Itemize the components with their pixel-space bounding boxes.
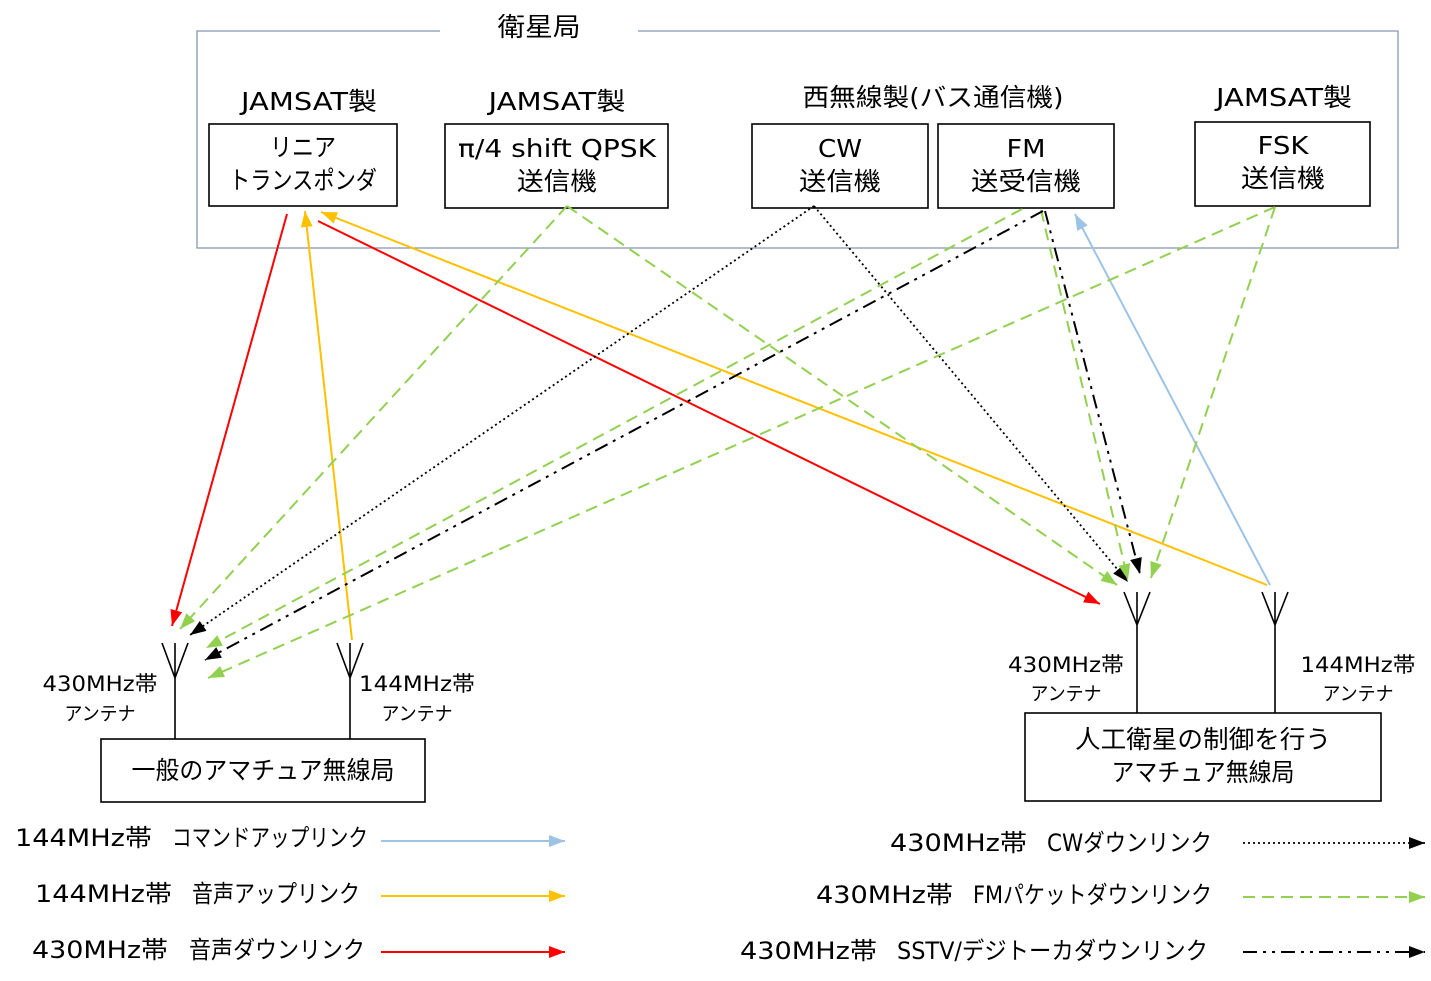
qpsk-transmitter-label-line1: π/4 shift QPSK bbox=[458, 134, 657, 163]
control-144mhz-antenna-label: アンテナ bbox=[1323, 683, 1394, 705]
link-sstv-downlink-to-general-station bbox=[204, 210, 1044, 661]
legend-label: SSTV/デジトーカダウンリンク bbox=[897, 937, 1208, 965]
legend-label: 音声アップリンク bbox=[192, 880, 360, 908]
legend-item-voice-uplink: 144MHz帯 音声アップリンク bbox=[35, 880, 565, 908]
qpsk-transmitter-label-line2: 送信機 bbox=[517, 167, 597, 196]
link-voice-uplink-general-station-to-transponder bbox=[300, 210, 353, 641]
legend-band: 430MHz帯 bbox=[816, 881, 953, 909]
link-command-uplink-control-station-to-fm bbox=[1074, 213, 1271, 586]
general-amateur-station: 430MHz帯 アンテナ 144MHz帯 アンテナ 一般のアマチュア無線局 bbox=[43, 642, 475, 803]
general-430mhz-antenna-icon bbox=[161, 642, 189, 739]
general-station-name: 一般のアマチュア無線局 bbox=[132, 756, 395, 785]
link-cw-downlink-to-general-station bbox=[189, 205, 815, 636]
cw-transmitter-box: CW 送信機 bbox=[751, 123, 929, 209]
qpsk-transmitter-box-frame bbox=[444, 123, 669, 209]
legend-label: CWダウンリンク bbox=[1047, 829, 1212, 857]
fsk-transmitter-box-frame bbox=[1194, 121, 1371, 207]
control-144mhz-antenna-band: 144MHz帯 bbox=[1301, 653, 1416, 677]
control-144mhz-antenna-icon bbox=[1261, 591, 1289, 713]
links bbox=[170, 205, 1276, 679]
transponder-box: リニア トランスポンダ bbox=[208, 123, 398, 207]
transponder-box-frame bbox=[208, 123, 398, 207]
control-430mhz-antenna-icon bbox=[1123, 591, 1151, 713]
satellite-station-frame bbox=[196, 30, 1399, 249]
cw-transmitter-label-line1: CW bbox=[818, 134, 862, 163]
link-packet-downlink-fsk-to-general-station bbox=[207, 206, 1276, 679]
transponder-label-line2: トランスポンダ bbox=[229, 166, 377, 195]
legend-item-command-uplink: 144MHz帯 コマンドアップリンク bbox=[15, 824, 565, 852]
link-voice-downlink-transponder-to-general-station bbox=[170, 213, 288, 627]
general-144mhz-antenna-band: 144MHz帯 bbox=[359, 672, 475, 696]
transponder-label-line1: リニア bbox=[270, 133, 336, 162]
control-430mhz-antenna-band: 430MHz帯 bbox=[1008, 653, 1124, 677]
link-fm-packet-downlink-to-general-station bbox=[205, 208, 1023, 649]
legend-band: 430MHz帯 bbox=[32, 936, 168, 964]
legend-band: 430MHz帯 bbox=[890, 829, 1027, 857]
link-packet-downlink-qpsk-to-general-station bbox=[179, 205, 568, 630]
legend-band: 430MHz帯 bbox=[740, 937, 877, 965]
legend-item-cw-downlink: 430MHz帯 CWダウンリンク bbox=[890, 829, 1425, 857]
link-voice-downlink-transponder-to-control-station bbox=[317, 220, 1101, 605]
legend-band: 144MHz帯 bbox=[35, 880, 172, 908]
link-voice-uplink-control-station-to-transponder bbox=[320, 211, 1268, 586]
general-144mhz-antenna-icon bbox=[336, 642, 364, 739]
legend-label: 音声ダウンリンク bbox=[189, 936, 365, 964]
fsk-transmitter-label-line1: FSK bbox=[1258, 131, 1310, 160]
legend: 144MHz帯 コマンドアップリンク 144MHz帯 音声アップリンク 430M… bbox=[15, 824, 1425, 965]
cw-transmitter-label-line2: 送信機 bbox=[799, 167, 881, 196]
link-packet-downlink-qpsk-to-control-station bbox=[566, 205, 1118, 586]
control-station-name-line1: 人工衛星の制御を行う bbox=[1075, 725, 1331, 754]
legend-label: コマンドアップリンク bbox=[172, 824, 368, 852]
fm-transceiver-label-line2: 送受信機 bbox=[971, 167, 1081, 196]
fm-transceiver-box: FM 送受信機 bbox=[937, 123, 1115, 209]
control-station-name-line2: アマチュア無線局 bbox=[1112, 758, 1295, 787]
qpsk-maker-label: JAMSAT製 bbox=[486, 87, 625, 116]
link-cw-downlink-to-control-station bbox=[813, 205, 1129, 583]
fsk-maker-label: JAMSAT製 bbox=[1214, 83, 1352, 112]
fsk-transmitter-label-line2: 送信機 bbox=[1241, 164, 1325, 193]
control-amateur-station: 430MHz帯 アンテナ 144MHz帯 アンテナ 人工衛星の制御を行う アマチ… bbox=[1008, 591, 1416, 802]
qpsk-transmitter-box: π/4 shift QPSK 送信機 bbox=[444, 123, 669, 209]
link-fm-packet-downlink-to-control-station bbox=[1040, 209, 1131, 581]
link-sstv-downlink-to-control-station bbox=[1044, 210, 1142, 575]
legend-item-fm-packet-downlink: 430MHz帯 FMパケットダウンリンク bbox=[816, 881, 1425, 909]
general-430mhz-antenna-label: アンテナ bbox=[65, 703, 136, 725]
legend-label: FMパケットダウンリンク bbox=[973, 881, 1212, 909]
fm-transceiver-box-frame bbox=[937, 123, 1115, 209]
cw-transmitter-box-frame bbox=[751, 123, 929, 209]
general-430mhz-antenna-band: 430MHz帯 bbox=[43, 672, 158, 696]
legend-item-sstv-downlink: 430MHz帯 SSTV/デジトーカダウンリンク bbox=[740, 937, 1425, 965]
legend-band: 144MHz帯 bbox=[15, 824, 152, 852]
transponder-maker-label: JAMSAT製 bbox=[239, 87, 377, 116]
satellite-station-title: 衛星局 bbox=[498, 13, 581, 43]
control-station-box bbox=[1024, 712, 1382, 802]
legend-item-voice-downlink: 430MHz帯 音声ダウンリンク bbox=[32, 936, 565, 964]
satellite-station: 衛星局 JAMSAT製 JAMSAT製 西無線製(バス通信機) JAMSAT製 … bbox=[196, 13, 1399, 249]
fm-transceiver-label-line1: FM bbox=[1007, 134, 1046, 163]
bus-maker-label: 西無線製(バス通信機) bbox=[803, 83, 1064, 112]
general-station-box bbox=[100, 738, 426, 803]
link-packet-downlink-fsk-to-control-station bbox=[1150, 206, 1276, 579]
fsk-transmitter-box: FSK 送信機 bbox=[1194, 121, 1371, 207]
general-144mhz-antenna-label: アンテナ bbox=[382, 703, 453, 725]
control-430mhz-antenna-label: アンテナ bbox=[1031, 683, 1102, 705]
